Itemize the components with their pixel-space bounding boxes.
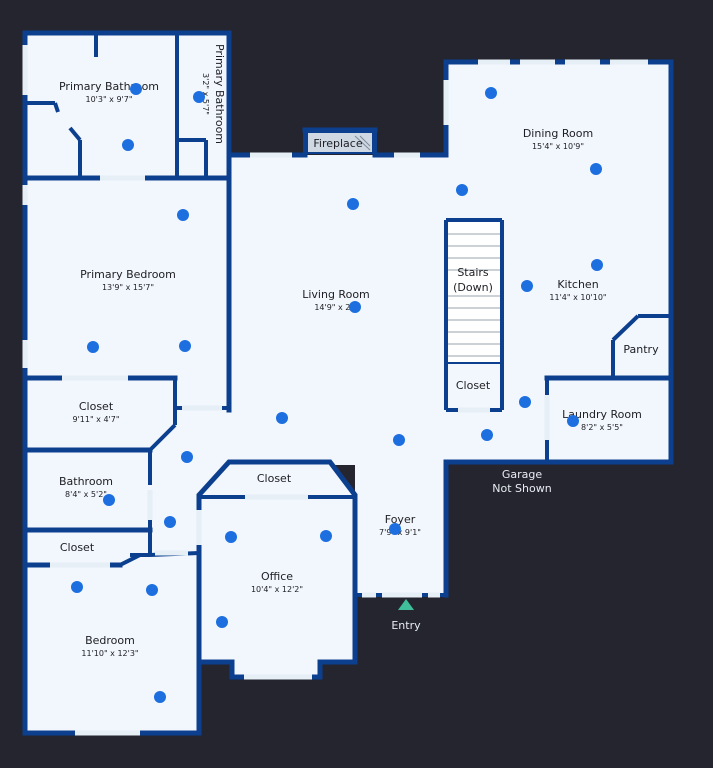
bedroom-name: Bedroom (85, 634, 135, 647)
foyer-dim: 7'9" x 9'1" (379, 528, 421, 537)
hotspot-bedroom-3[interactable] (154, 691, 166, 703)
fireplace: Fireplace (306, 131, 374, 154)
stairs-label-line1: Stairs (457, 266, 489, 279)
walls (22, 30, 674, 736)
hotspot-living-room-2[interactable] (349, 301, 361, 313)
hotspots (71, 83, 603, 703)
primary-bathroom-name: Primary Bathroom (59, 80, 159, 93)
hotspot-laundry[interactable] (567, 415, 579, 427)
primary-bedroom-name: Primary Bedroom (80, 268, 176, 281)
pantry-name: Pantry (623, 343, 659, 356)
office-closet-name: Closet (257, 472, 292, 485)
hotspot-hallway-2[interactable] (164, 516, 176, 528)
primary-bathroom-floor (25, 33, 229, 178)
primary-bathroom-dim: 10'3" x 9'7" (85, 95, 132, 104)
entry-arrow-icon (398, 599, 414, 610)
primary-bedroom-dim: 13'9" x 15'7" (102, 283, 154, 292)
office-dim: 10'4" x 12'2" (251, 585, 303, 594)
hotspot-primary-bathroom-2[interactable] (122, 139, 134, 151)
hotspot-bathroom[interactable] (103, 494, 115, 506)
hotspot-office-2[interactable] (320, 530, 332, 542)
windows (22, 45, 648, 736)
kitchen-dim: 11'4" x 10'10" (549, 293, 606, 302)
kitchen-name: Kitchen (557, 278, 598, 291)
hotspot-foyer[interactable] (389, 523, 401, 535)
hotspot-living-room-1[interactable] (347, 198, 359, 210)
bedroom-floor (25, 553, 199, 733)
hotspot-bedroom-2[interactable] (146, 584, 158, 596)
stairs-label-line2: (Down) (453, 281, 493, 294)
primary-bathroom-small-name: Primary Bathroom (213, 44, 226, 144)
primary-bedroom-floor (25, 178, 229, 408)
hotspot-primary-bathroom-1[interactable] (130, 83, 142, 95)
bathroom-floor (25, 450, 150, 530)
office-floor (199, 462, 355, 677)
dining-room-dim: 15'4" x 10'9" (532, 142, 584, 151)
primary-bathroom-small-dim: 3'2" x 5'7" (201, 73, 210, 115)
closet-primary-dim: 9'11" x 4'7" (72, 415, 119, 424)
hotspot-dining-3[interactable] (590, 163, 602, 175)
hotspot-primary-bathroom-small[interactable] (193, 91, 205, 103)
room-labels: Primary Bathroom 10'3" x 9'7" Primary Ba… (59, 44, 659, 658)
hotspot-kitchen-4[interactable] (481, 429, 493, 441)
hotspot-bedroom-1[interactable] (71, 581, 83, 593)
dining-room-name: Dining Room (523, 127, 593, 140)
fireplace-label: Fireplace (313, 137, 362, 150)
hotspot-living-room-3[interactable] (276, 412, 288, 424)
hotspot-primary-bedroom-3[interactable] (179, 340, 191, 352)
hotspot-office-3[interactable] (216, 616, 228, 628)
office-name: Office (261, 570, 293, 583)
hotspot-office-1[interactable] (225, 531, 237, 543)
hotspot-kitchen-2[interactable] (521, 280, 533, 292)
hotspot-living-room-4[interactable] (393, 434, 405, 446)
outside-labels: Garage Not Shown Entry (391, 468, 551, 632)
entry-label: Entry (391, 619, 421, 632)
hotspot-primary-bedroom-2[interactable] (87, 341, 99, 353)
laundry-room-dim: 8'2" x 5'5" (581, 423, 623, 432)
bathroom-name: Bathroom (59, 475, 113, 488)
garage-label-line2: Not Shown (492, 482, 551, 495)
hotspot-kitchen-3[interactable] (519, 396, 531, 408)
closet-hall-name: Closet (60, 541, 95, 554)
stairs: Stairs (Down) (448, 222, 500, 362)
garage-label-line1: Garage (502, 468, 543, 481)
hotspot-hallway-1[interactable] (181, 451, 193, 463)
living-room-name: Living Room (302, 288, 370, 301)
bathroom-dim: 8'4" x 5'2" (65, 490, 107, 499)
hotspot-kitchen-1[interactable] (591, 259, 603, 271)
living-room-floor (229, 155, 446, 465)
hotspot-dining-1[interactable] (456, 184, 468, 196)
foyer-name: Foyer (385, 513, 416, 526)
hotspot-primary-bedroom-1[interactable] (177, 209, 189, 221)
hotspot-dining-2[interactable] (485, 87, 497, 99)
living-room-dim: 14'9" x 21' (314, 303, 357, 312)
laundry-room-name: Laundry Room (562, 408, 642, 421)
closet-primary-name: Closet (79, 400, 114, 413)
closet-stairs-name: Closet (456, 379, 491, 392)
bedroom-dim: 11'10" x 12'3" (81, 649, 138, 658)
